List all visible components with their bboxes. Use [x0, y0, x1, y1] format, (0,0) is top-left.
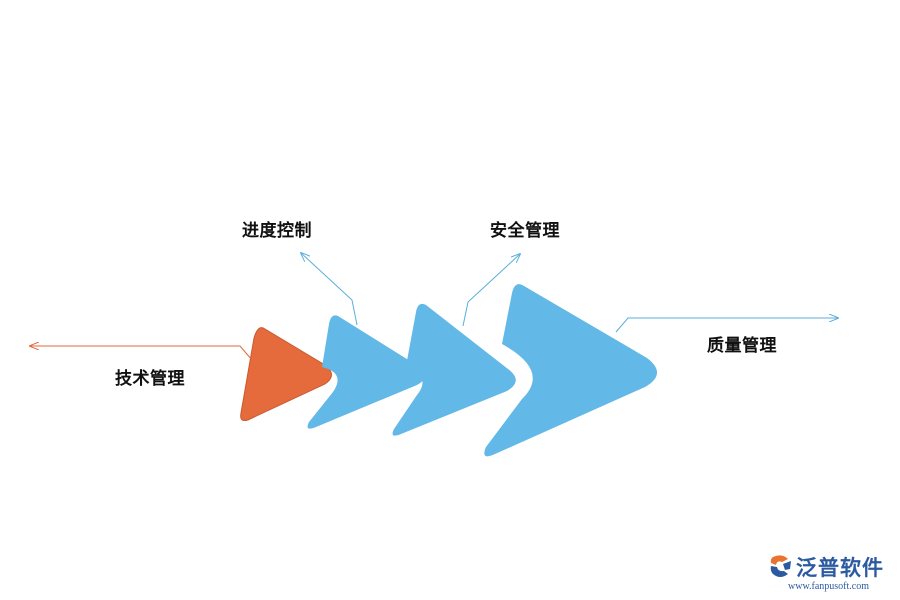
logo-url: www.fanpusoft.com	[788, 581, 870, 592]
safety-management-label: 安全管理	[490, 221, 560, 240]
quality-connector-line	[615, 318, 838, 333]
progress-control-label: 进度控制	[242, 221, 312, 240]
progress-chevron	[307, 315, 425, 429]
tech-management-label: 技术管理	[115, 369, 185, 388]
tech-triangle-shape	[240, 327, 332, 421]
safety-connector-line	[462, 254, 520, 327]
tech-connector-line	[30, 346, 253, 361]
fanpu-logo-icon	[770, 555, 791, 577]
quality-chevron	[484, 284, 658, 457]
safety-chevron	[392, 303, 516, 436]
progress-connector-line	[301, 253, 358, 326]
logo-name: 泛普软件	[796, 557, 884, 580]
brand-logo: 泛普软件 www.fanpusoft.com	[768, 551, 894, 597]
quality-management-label: 质量管理	[707, 336, 777, 355]
